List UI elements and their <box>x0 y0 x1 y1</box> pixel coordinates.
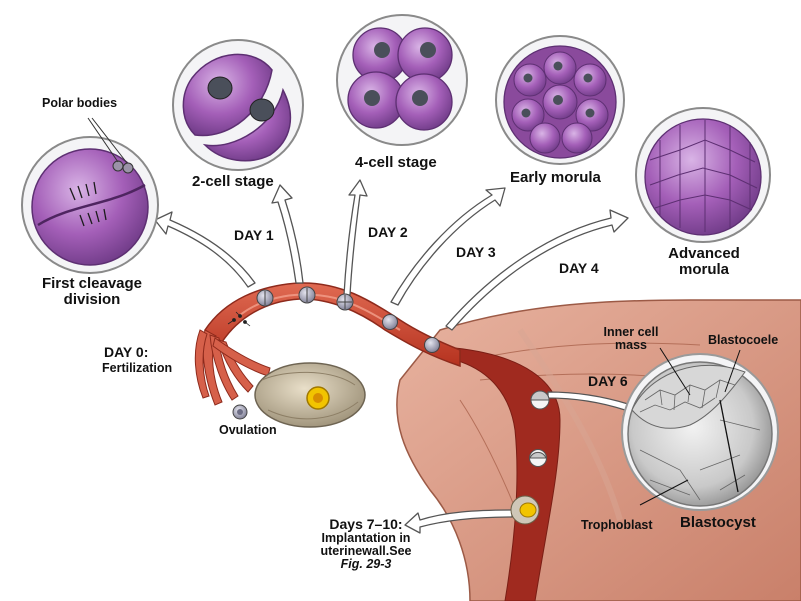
arrow-day4 <box>445 209 629 331</box>
two-cell-stage-cell <box>172 39 304 171</box>
four-cell-stage-cell <box>336 14 468 146</box>
uterine-embryos <box>510 390 550 525</box>
implantation-line1: Days 7–10: <box>329 516 403 532</box>
tube-embryos <box>227 286 440 420</box>
ovary <box>254 362 366 428</box>
early-morula-label: Early morula <box>510 169 601 186</box>
sperm-cluster <box>227 311 251 327</box>
day2-label: DAY 2 <box>368 224 408 240</box>
uterine-cavity <box>454 347 561 601</box>
trophoblast-label: Trophoblast <box>581 518 653 532</box>
day3-label: DAY 3 <box>456 244 496 260</box>
fertilization-label: Fertilization <box>102 361 173 375</box>
polar-bodies-label: Polar bodies <box>42 96 118 110</box>
arrow-day1 <box>271 184 304 284</box>
early-morula-cell <box>495 35 625 165</box>
ovulation-label: Ovulation <box>219 423 277 437</box>
blastocoele-label: Blastocoele <box>708 333 779 347</box>
day6-label: DAY 6 <box>588 373 628 389</box>
inner-cell-mass-label: Inner cell mass <box>603 325 659 353</box>
first-cleavage-label: First cleavage division <box>41 275 143 308</box>
day1-label: DAY 1 <box>234 227 274 243</box>
blastocyst-cell <box>621 347 779 511</box>
advanced-morula-label: Advanced morula <box>668 245 740 278</box>
arrow-day2 <box>343 179 368 296</box>
advanced-morula-cell <box>635 107 771 243</box>
implantation-label: Days 7–10: Implantation in uterinewall.S… <box>310 517 422 571</box>
first-cleavage-cell <box>21 117 159 274</box>
four-cell-stage-label: 4-cell stage <box>355 154 437 171</box>
implantation-line4: Fig. 29-3 <box>340 556 392 571</box>
spindle <box>69 181 107 227</box>
day0-label: DAY 0: <box>104 344 149 360</box>
fimbriae <box>194 329 271 406</box>
arrow-implantation <box>404 509 513 534</box>
implantation-line2: Implantation in <box>321 530 411 545</box>
blastocyst-label: Blastocyst <box>680 514 756 531</box>
arrow-day3 <box>390 187 506 306</box>
implantation-line3: uterinewall.See <box>320 543 412 558</box>
day4-label: DAY 4 <box>559 260 599 276</box>
two-cell-stage-label: 2-cell stage <box>192 173 274 190</box>
arrow-first-cleavage <box>154 211 256 288</box>
